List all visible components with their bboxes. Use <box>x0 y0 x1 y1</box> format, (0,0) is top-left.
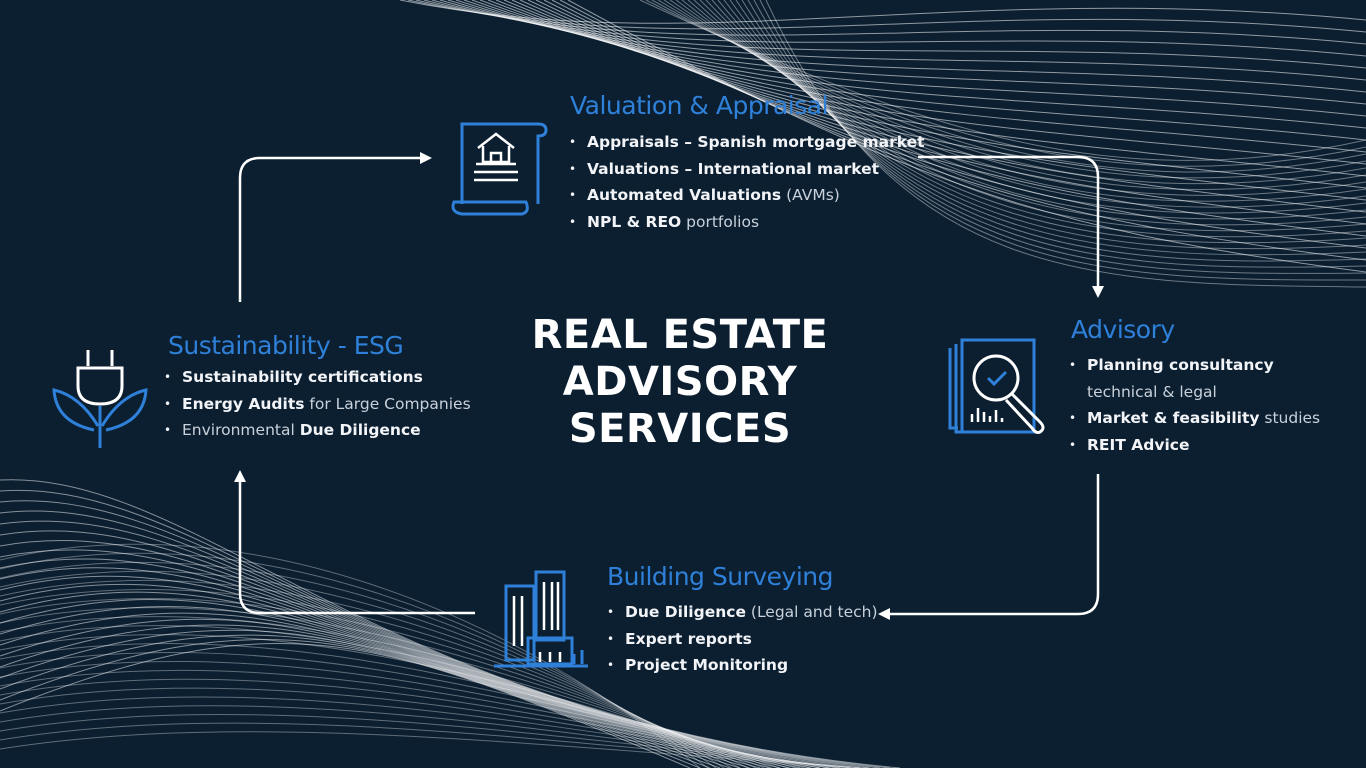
list-item: Market & feasibility studies <box>1069 405 1320 432</box>
wave-line <box>0 696 837 768</box>
title-line: REAL ESTATE <box>531 312 829 358</box>
wave-line <box>0 500 881 768</box>
wave-line <box>559 0 1366 261</box>
valuation-list: Appraisals – Spanish mortgage market Val… <box>569 129 925 235</box>
valuation-heading: Valuation & Appraisal <box>570 91 829 120</box>
page-title: REAL ESTATE ADVISORY SERVICES <box>480 312 880 453</box>
wave-line <box>0 669 813 768</box>
title-line: SERVICES <box>568 406 792 452</box>
wave-line <box>645 0 1366 167</box>
wave-line <box>711 0 1366 232</box>
surveying-heading: Building Surveying <box>607 562 834 591</box>
wave-line <box>0 567 811 768</box>
wave-line <box>551 0 1366 249</box>
wave-line <box>0 607 757 768</box>
wave-line <box>0 580 733 768</box>
wave-line <box>0 612 751 768</box>
sustainability-heading: Sustainability - ESG <box>168 331 404 360</box>
wave-line <box>0 543 701 768</box>
wave-line <box>0 629 721 768</box>
list-item: Valuations – International market <box>569 156 925 183</box>
wave-line <box>699 0 1366 220</box>
wave-line <box>0 489 891 768</box>
wave-line <box>0 570 725 768</box>
wave-line <box>0 634 711 768</box>
advisory-heading: Advisory <box>1071 315 1175 344</box>
wave-line <box>0 552 709 768</box>
wave-line <box>651 0 1366 173</box>
list-item: Project Monitoring <box>607 652 878 679</box>
wave-line <box>735 0 1366 256</box>
surveying-list: Due Diligence (Legal and tech) Expert re… <box>607 599 878 679</box>
wave-line <box>0 520 861 768</box>
wave-line <box>0 561 717 768</box>
list-item: Energy Audits for Large Companies <box>164 391 471 418</box>
list-item: REIT Advice <box>1069 432 1320 459</box>
wave-line <box>0 731 869 768</box>
title-line: ADVISORY <box>562 359 798 405</box>
arrow-to-valuation <box>238 156 422 302</box>
wave-line <box>669 0 1366 191</box>
arrow-to-advisory <box>918 155 1100 288</box>
wave-line <box>0 618 741 768</box>
wave-line <box>0 606 761 768</box>
wave-line <box>399 0 1366 24</box>
sustainability-list: Sustainability certifications Energy Aud… <box>164 364 471 444</box>
list-item: Automated Valuations (AVMs) <box>569 182 925 209</box>
wave-line <box>0 624 731 768</box>
wave-line <box>0 722 861 768</box>
list-item: Environmental Due Diligence <box>164 417 471 444</box>
wave-line <box>543 0 1366 237</box>
wave-line <box>519 0 1366 201</box>
wave-line <box>0 687 829 768</box>
wave-line <box>0 660 805 768</box>
wave-line <box>639 0 1366 161</box>
wave-line <box>717 0 1366 238</box>
wave-line <box>765 0 1366 288</box>
wave-line <box>0 510 871 768</box>
wave-line <box>747 0 1366 268</box>
list-item: Expert reports <box>607 626 878 653</box>
wave-line <box>0 713 853 768</box>
wave-line <box>0 638 701 768</box>
magnifier-report-icon <box>948 338 1045 434</box>
list-item: Due Diligence (Legal and tech) <box>607 599 878 626</box>
arrow-to-sustainability <box>238 482 475 615</box>
buildings-icon <box>494 570 588 668</box>
wave-line <box>511 0 1366 189</box>
wave-line <box>0 678 821 768</box>
document-house-icon <box>451 122 548 216</box>
wave-line <box>0 540 841 768</box>
plug-leaf-icon <box>52 350 148 448</box>
wave-line <box>0 598 749 768</box>
wave-line <box>527 0 1366 213</box>
wave-line <box>0 591 781 768</box>
wave-line <box>0 599 771 768</box>
wave-line <box>0 705 845 768</box>
wave-line <box>0 558 821 768</box>
wave-line <box>759 0 1366 281</box>
wave-line <box>687 0 1366 208</box>
wave-line <box>729 0 1366 250</box>
wave-line <box>0 589 741 768</box>
wave-line <box>681 0 1366 202</box>
wave-line <box>705 0 1366 226</box>
wave-line <box>741 0 1366 262</box>
wave-line <box>753 0 1366 274</box>
arrow-to-surveying <box>890 474 1100 616</box>
list-item: NPL & REO portfolios <box>569 209 925 236</box>
wave-line <box>0 642 691 768</box>
list-item: Sustainability certifications <box>164 364 471 391</box>
list-item: Appraisals – Spanish mortgage market <box>569 129 925 156</box>
wave-line <box>0 575 801 768</box>
wave-line <box>723 0 1366 244</box>
wave-line <box>567 0 1366 273</box>
wave-line <box>0 652 797 768</box>
wave-line <box>0 583 791 768</box>
wave-line <box>0 549 831 768</box>
